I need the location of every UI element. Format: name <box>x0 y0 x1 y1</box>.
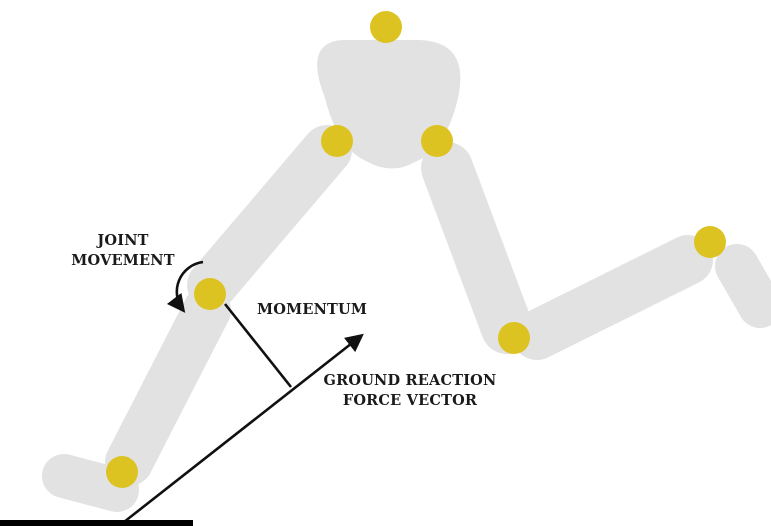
left-foot-segment <box>42 454 139 512</box>
ground-reaction-label-line2: FORCE VECTOR <box>343 392 478 409</box>
left-knee-joint-marker <box>194 278 226 310</box>
right-knee-joint-marker <box>498 322 530 354</box>
right-shank-segment <box>512 235 713 360</box>
left-thigh-segment <box>187 125 352 310</box>
joint-movement-arrow <box>166 260 204 313</box>
joints <box>106 11 726 488</box>
body-segments <box>42 40 771 512</box>
right-thigh-segment <box>421 142 533 354</box>
right-foot-segment <box>715 244 771 328</box>
right-ankle-joint-marker <box>694 226 726 258</box>
joint-movement-label-line2: MOVEMENT <box>71 252 174 269</box>
left-hip-joint-marker <box>321 125 353 157</box>
right-hip-joint-marker <box>421 125 453 157</box>
joint-movement-label-line1: JOINT <box>95 232 148 249</box>
momentum-lever-line <box>223 303 293 388</box>
ground-reaction-label-line1: GROUND REACTION <box>324 372 497 389</box>
left-shank-segment <box>105 286 231 486</box>
left-ankle-joint-marker <box>106 456 138 488</box>
head-joint-marker <box>370 11 402 43</box>
ground-reaction-force-arrow <box>123 333 364 524</box>
momentum-label: MOMENTUM <box>257 301 367 318</box>
